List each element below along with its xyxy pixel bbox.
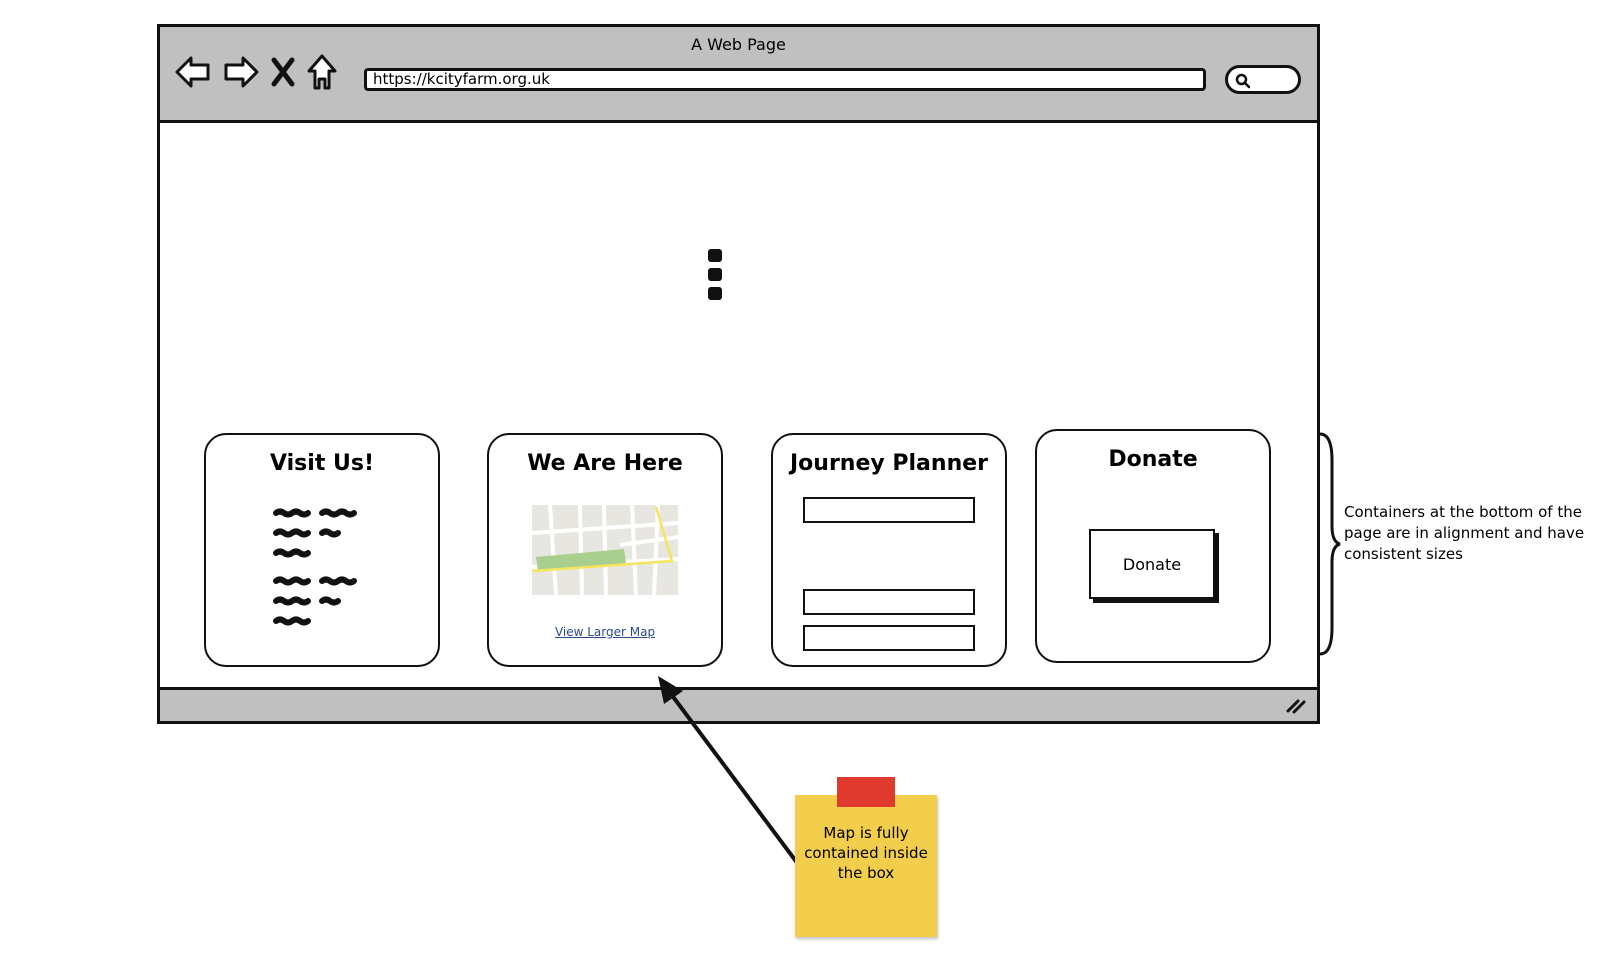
view-larger-map-link[interactable]: View Larger Map <box>554 625 656 639</box>
we-are-here-title: We Are Here <box>527 451 683 476</box>
browser-window: A Web Page https://kcityfarm.org.uk <box>157 24 1320 724</box>
title-bar: A Web Page https://kcityfarm.org.uk <box>160 27 1317 123</box>
loading-dots-icon <box>708 249 722 300</box>
sticky-note: Map is fully contained inside the box <box>795 777 937 937</box>
status-bar <box>160 687 1317 721</box>
journey-submit-field[interactable] <box>803 625 975 651</box>
search-icon <box>1235 73 1251 89</box>
journey-planner-title: Journey Planner <box>790 451 988 476</box>
forward-arrow-icon[interactable] <box>222 54 260 90</box>
visit-us-title: Visit Us! <box>270 451 374 476</box>
close-x-icon[interactable] <box>270 56 296 88</box>
resize-grip-icon[interactable] <box>1285 696 1307 714</box>
sticky-tape <box>837 777 895 807</box>
embedded-map[interactable] <box>532 505 678 595</box>
curly-brace-annotation <box>1319 432 1341 656</box>
home-icon[interactable] <box>306 53 338 91</box>
journey-to-field[interactable] <box>803 589 975 615</box>
placeholder-text-scribble <box>273 508 357 626</box>
donate-title: Donate <box>1108 447 1198 472</box>
sticky-note-text: Map is fully contained inside the box <box>804 824 928 882</box>
search-field[interactable] <box>1225 65 1301 94</box>
journey-from-field[interactable] <box>803 497 975 523</box>
back-arrow-icon[interactable] <box>174 54 212 90</box>
donate-button[interactable]: Donate <box>1089 529 1215 599</box>
window-title: A Web Page <box>691 35 786 54</box>
map-image <box>532 505 678 595</box>
journey-planner-card: Journey Planner <box>771 433 1007 667</box>
alignment-note: Containers at the bottom of the page are… <box>1344 503 1585 563</box>
address-bar[interactable]: https://kcityfarm.org.uk <box>364 68 1206 91</box>
visit-us-card: Visit Us! <box>204 433 440 667</box>
donate-card: Donate Donate <box>1035 429 1271 663</box>
navigation-buttons <box>174 53 338 91</box>
page-content: Visit Us! We Are Here <box>160 123 1317 693</box>
we-are-here-card: We Are Here <box>487 433 723 667</box>
